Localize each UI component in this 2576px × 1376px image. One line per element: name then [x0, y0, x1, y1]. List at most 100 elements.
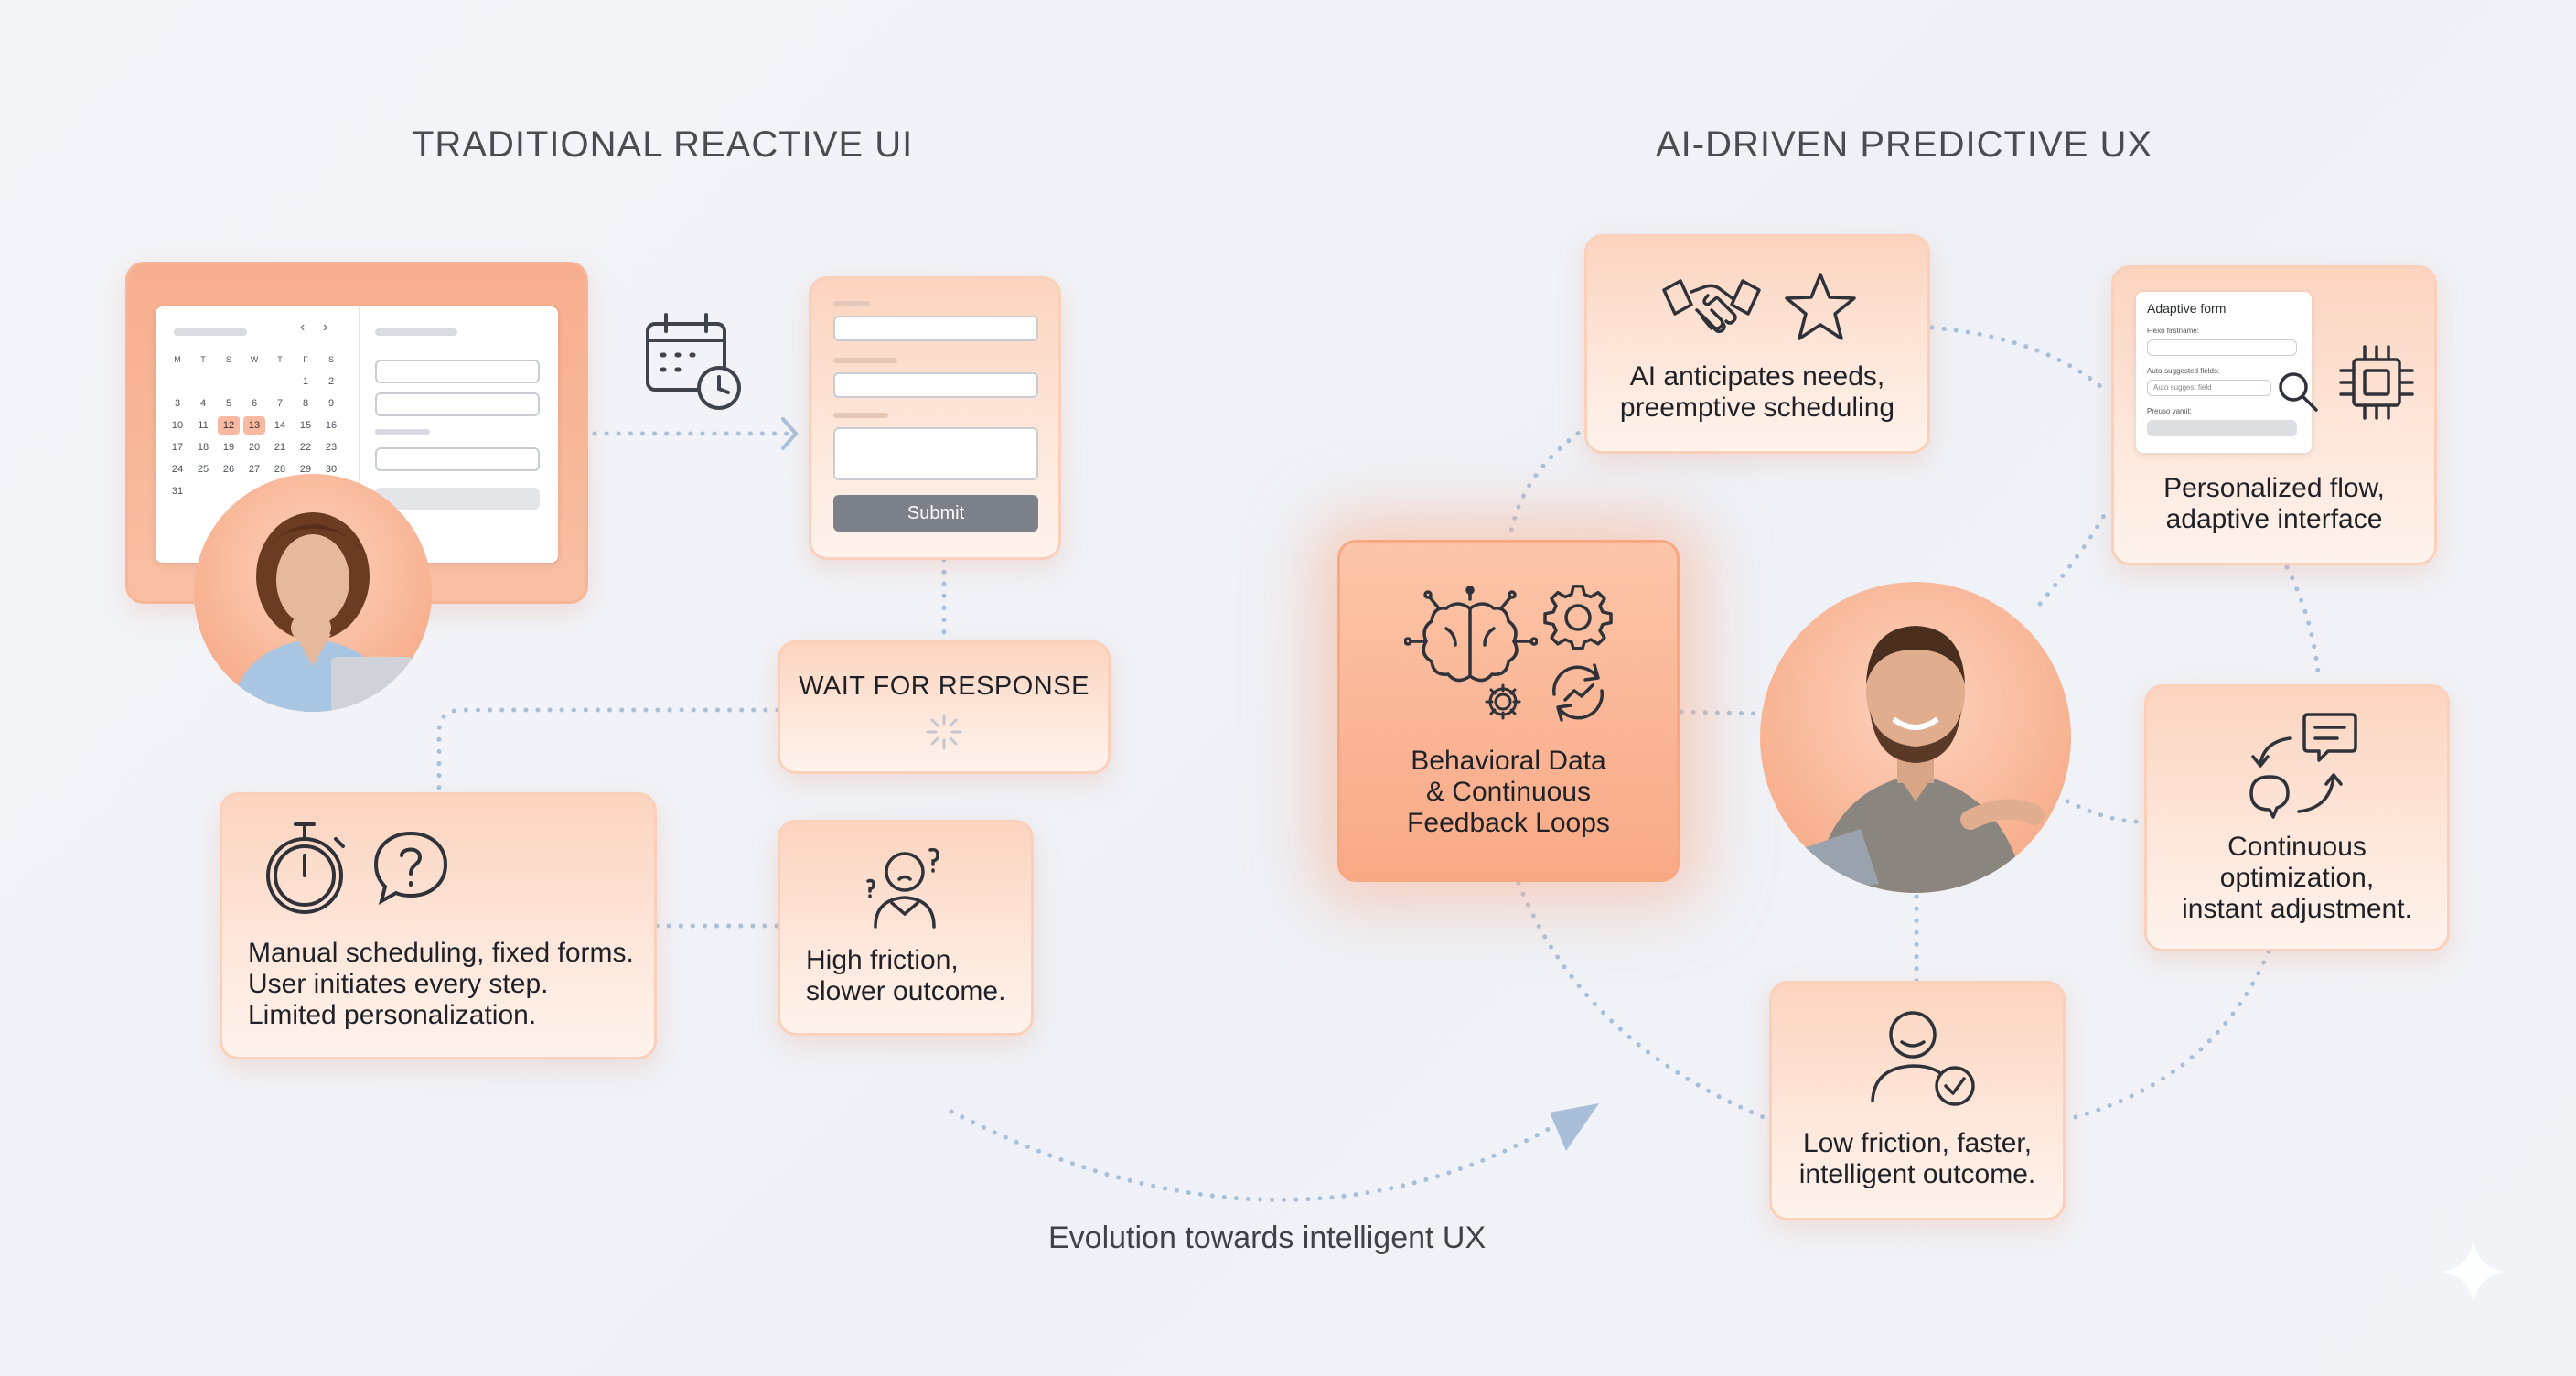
chip-icon: [2337, 343, 2416, 422]
adaptive-field-3[interactable]: [2147, 420, 2297, 436]
calendar-day[interactable]: 8: [302, 398, 309, 409]
feedback-loop-icon: [2246, 711, 2359, 819]
adaptive-field2-value: Auto suggest field: [2153, 383, 2212, 392]
calendar-day[interactable]: 5: [225, 398, 232, 409]
low-friction-text: Low friction, faster, intelligent outcom…: [1798, 1128, 2036, 1189]
adaptive-field-1[interactable]: [2147, 339, 2297, 356]
connector-wait-to-manual: [436, 707, 780, 795]
calendar-day[interactable]: 21: [274, 442, 286, 453]
connector-continuous-to-lowfriction: [2069, 949, 2271, 1121]
form-title-bar: [375, 328, 457, 336]
calendar-day[interactable]: 28: [274, 464, 286, 475]
calendar-day[interactable]: 18: [197, 442, 209, 453]
calendar-day[interactable]: 27: [248, 464, 261, 475]
calendar-field-3[interactable]: [375, 447, 540, 471]
adaptive-form-title: Adaptive form: [2147, 301, 2227, 316]
behavioral-text: Behavioral Data & Continuous Feedback Lo…: [1407, 746, 1610, 838]
brain-network-icon: [1403, 586, 1539, 705]
handshake-icon: [1660, 274, 1763, 343]
frustrated-user-photo: [194, 474, 432, 712]
connector-person-to-continuous: [2065, 799, 2148, 824]
user-check-icon: [1867, 1009, 1979, 1110]
calendar-weekday: T: [277, 355, 283, 364]
calendar-day[interactable]: 31: [171, 486, 184, 497]
calendar-day[interactable]: 25: [197, 464, 209, 475]
form-card: Submit: [809, 276, 1061, 560]
friction-text: High friction, slower outcome.: [806, 945, 1006, 1006]
calendar-day[interactable]: 16: [325, 420, 338, 431]
small-gear-icon: [1483, 682, 1523, 722]
personalized-text: Personalized flow, adaptive interface: [2163, 473, 2385, 534]
calendar-day[interactable]: 14: [274, 420, 286, 431]
submit-button[interactable]: Submit: [833, 495, 1038, 532]
calendar-clock-icon: [642, 309, 745, 412]
anticipate-card: AI anticipates needs, preemptive schedul…: [1584, 234, 1930, 454]
calendar-weekday: W: [250, 355, 259, 364]
calendar-day[interactable]: 20: [248, 442, 261, 453]
star-icon: [1783, 270, 1858, 345]
calendar-day[interactable]: 15: [299, 420, 312, 431]
calendar-day[interactable]: 9: [327, 398, 335, 409]
left-section-title: TRADITIONAL REACTIVE UI: [412, 124, 914, 165]
calendar-day[interactable]: 19: [222, 442, 235, 453]
wait-card: WAIT FOR RESPONSE: [778, 640, 1111, 774]
confused-user-icon: [864, 844, 947, 929]
calendar-day[interactable]: 4: [199, 398, 207, 409]
calendar-weekday: F: [303, 355, 308, 364]
calendar-button-bar[interactable]: [375, 488, 540, 510]
magnifier-icon: [2277, 371, 2319, 413]
form-field-2[interactable]: [833, 372, 1038, 398]
adaptive-field-2[interactable]: Auto suggest field: [2147, 380, 2271, 396]
arrowhead-calendar-to-form: [781, 417, 799, 450]
calendar-day[interactable]: 12: [218, 416, 240, 435]
friction-card: High friction, slower outcome.: [778, 820, 1034, 1036]
cycle-arrows-icon: [1543, 658, 1613, 727]
adaptive-field2-label: Auto-suggested fields:: [2147, 367, 2220, 375]
stopwatch-icon: [263, 819, 350, 918]
form-textarea[interactable]: [833, 427, 1038, 480]
calendar-day[interactable]: 23: [325, 442, 338, 453]
connector-anticipate-to-personalized: [1929, 325, 2111, 396]
calendar-day[interactable]: 13: [243, 416, 265, 435]
connector-behavioral-to-lowfriction: [1516, 880, 1768, 1121]
adaptive-field3-label: Preuso vamit:: [2147, 407, 2192, 415]
calendar-day[interactable]: 6: [251, 398, 258, 409]
manual-card: Manual scheduling, fixed forms. User ini…: [220, 792, 657, 1059]
form-label-bar-1: [833, 301, 870, 306]
prev-month-icon[interactable]: ‹: [300, 319, 306, 335]
calendar-day[interactable]: 24: [171, 464, 184, 475]
calendar-field-1[interactable]: [375, 360, 540, 383]
satisfied-user-photo: [1760, 582, 2071, 893]
calendar-day[interactable]: 2: [327, 376, 335, 387]
connector-person-to-personalized: [2037, 510, 2109, 607]
calendar-day[interactable]: 26: [222, 464, 235, 475]
calendar-day[interactable]: 1: [302, 376, 309, 387]
calendar-day[interactable]: 30: [325, 464, 338, 475]
connector-personalized-to-continuous: [2284, 564, 2322, 684]
calendar-day[interactable]: 29: [299, 464, 312, 475]
manual-text: Manual scheduling, fixed forms. User ini…: [248, 938, 634, 1030]
field-label-bar: [375, 429, 430, 435]
form-label-bar-3: [833, 413, 888, 418]
calendar-field-2[interactable]: [375, 392, 540, 416]
low-friction-card: Low friction, faster, intelligent outcom…: [1769, 981, 2066, 1220]
calendar-day[interactable]: 3: [174, 398, 181, 409]
sparkle-icon: [2437, 1235, 2510, 1308]
question-bubble-icon: [372, 830, 449, 907]
form-field-1[interactable]: [833, 316, 1038, 341]
arrowhead-evolution: [1550, 1103, 1599, 1151]
calendar-day[interactable]: 10: [171, 420, 184, 431]
calendar-day[interactable]: 17: [171, 442, 184, 453]
continuous-card: Continuous optimization, instant adjustm…: [2144, 684, 2450, 951]
calendar-divider: [359, 306, 360, 563]
calendar-day[interactable]: 7: [276, 398, 284, 409]
connector-behavioral-to-person: [1679, 709, 1759, 716]
calendar-day[interactable]: 22: [299, 442, 312, 453]
next-month-icon[interactable]: ›: [323, 319, 328, 335]
calendar-title-bar: [174, 328, 247, 336]
wait-label: WAIT FOR RESPONSE: [799, 672, 1089, 701]
calendar-day[interactable]: 11: [198, 420, 209, 431]
calendar-weekday: S: [327, 355, 334, 364]
